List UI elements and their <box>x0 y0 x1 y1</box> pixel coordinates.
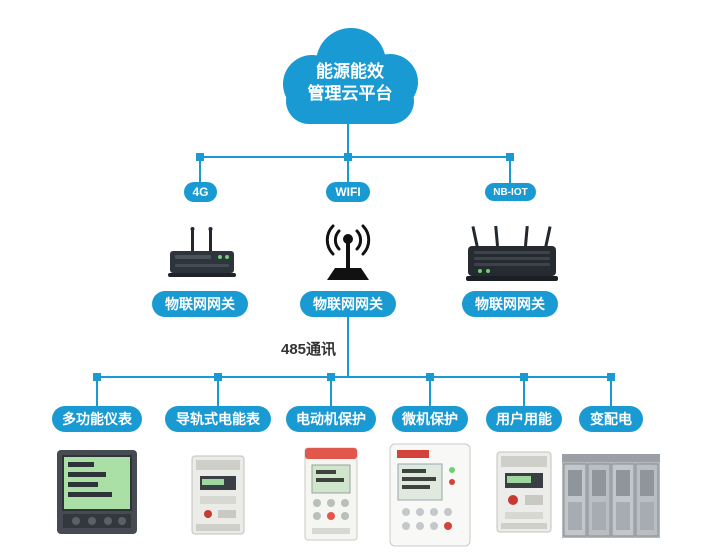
junction-node <box>520 373 528 381</box>
bus-protocol-label: 485通讯 <box>281 341 337 358</box>
gateway-label-nb-iot: 物联网网关 <box>462 291 558 317</box>
gateway-label-4g: 物联网网关 <box>152 291 248 317</box>
connector-line <box>199 156 201 184</box>
connector-line <box>347 156 349 184</box>
connector-line <box>347 118 349 158</box>
wifi-antenna-icon <box>325 224 371 280</box>
badge-4g: 4G <box>184 182 217 202</box>
4g-router-image <box>168 227 236 277</box>
junction-node <box>93 373 101 381</box>
nb-iot-router-image <box>466 225 558 281</box>
cloud-icon <box>283 28 418 124</box>
device-label-user-energy: 用户用能 <box>486 406 562 432</box>
device-label-din-rail-meter: 导轨式电能表 <box>165 406 271 432</box>
micro-protection-image <box>389 443 471 547</box>
user-energy-meter-image <box>496 451 552 533</box>
junction-node <box>506 153 514 161</box>
device-label-motor-protection: 电动机保护 <box>286 406 376 432</box>
device-label-multifunction-meter: 多功能仪表 <box>52 406 142 432</box>
connector-line <box>523 376 525 406</box>
device-label-power-distribution: 变配电 <box>579 406 643 432</box>
motor-protection-image <box>304 447 358 541</box>
connector-line <box>509 156 511 184</box>
connector-line <box>347 317 349 377</box>
badge-nb-iot: NB-IOT <box>485 183 536 201</box>
junction-node <box>426 373 434 381</box>
switchgear-cabinet-image <box>562 454 660 538</box>
junction-node <box>196 153 204 161</box>
cloud-title: 能源能效 管理云平台 <box>266 20 434 132</box>
bus-line <box>96 376 612 378</box>
din-rail-meter-image <box>191 455 245 535</box>
junction-node <box>344 153 352 161</box>
connector-line <box>199 156 511 158</box>
cloud-platform: 能源能效 管理云平台 <box>266 20 434 132</box>
junction-node <box>214 373 222 381</box>
cloud-title-line2: 管理云平台 <box>307 84 393 103</box>
connector-line <box>330 376 332 406</box>
multifunction-meter-image <box>57 450 137 534</box>
gateway-label-wifi: 物联网网关 <box>300 291 396 317</box>
device-label-micro-protection: 微机保护 <box>392 406 468 432</box>
connector-line <box>610 376 612 406</box>
junction-node <box>607 373 615 381</box>
cloud-title-line1: 能源能效 <box>316 61 384 81</box>
junction-node <box>327 373 335 381</box>
connector-line <box>429 376 431 406</box>
badge-wifi: WIFI <box>326 182 370 202</box>
connector-line <box>96 376 98 406</box>
connector-line <box>217 376 219 406</box>
